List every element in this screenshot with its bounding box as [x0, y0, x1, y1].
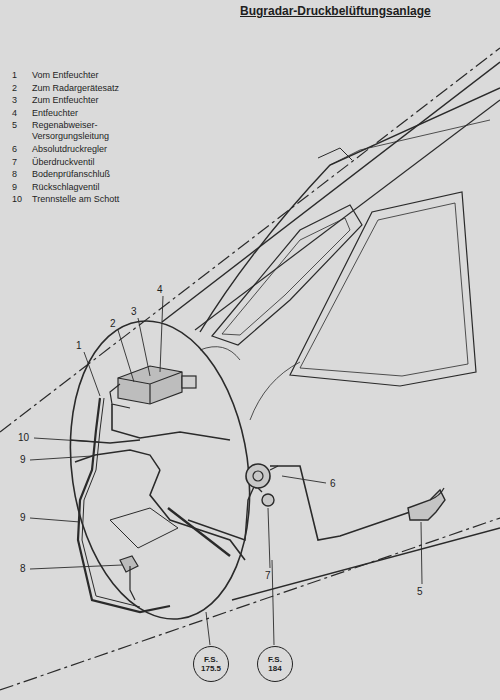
legend-number: 7	[12, 157, 17, 168]
legend-number: 4	[12, 108, 17, 119]
callout-number: 5	[417, 586, 423, 597]
callout-number: 2	[110, 318, 116, 329]
callout-number: 7	[265, 570, 271, 581]
legend-number: 2	[12, 83, 17, 94]
callout-number: 8	[20, 563, 26, 574]
legend-text: Zum Entfeuchter	[32, 95, 99, 106]
legend-text: Entfeuchter	[32, 108, 78, 119]
station-circle: F.S. 175.5	[193, 646, 229, 682]
callout-number: 9	[20, 454, 26, 465]
callout-number: 4	[157, 284, 163, 295]
legend-number: 5	[12, 120, 17, 131]
legend-number: 1	[12, 70, 17, 81]
station-label: F.S. 175.5	[198, 655, 224, 673]
legend-number: 9	[12, 182, 17, 193]
station-label: F.S. 184	[262, 655, 288, 673]
callout-number: 9	[20, 512, 26, 523]
legend-text: Trennstelle am Schott	[32, 194, 119, 205]
legend-text: Bodenprüfanschluß	[32, 169, 110, 180]
legend-number: 8	[12, 169, 17, 180]
callout-number: 10	[18, 432, 29, 443]
callout-number: 3	[131, 306, 137, 317]
legend-number: 6	[12, 144, 17, 155]
legend-text: Regenabweiser- Versorgungsleitung	[32, 120, 128, 142]
legend-text: Rückschlagventil	[32, 182, 100, 193]
legend-number: 3	[12, 95, 17, 106]
station-circle: F.S. 184	[257, 646, 293, 682]
legend-text: Absolutdruckregler	[32, 144, 107, 155]
legend-text: Vom Entfeuchter	[32, 70, 99, 81]
legend-text: Zum Radargerätesatz	[32, 83, 119, 94]
legend-text: Überdruckventil	[32, 157, 95, 168]
legend-number: 10	[12, 194, 22, 205]
diagram-title: Bugradar-Druckbelüftungsanlage	[240, 6, 431, 17]
callout-number: 1	[76, 340, 82, 351]
callout-number: 6	[330, 478, 336, 489]
